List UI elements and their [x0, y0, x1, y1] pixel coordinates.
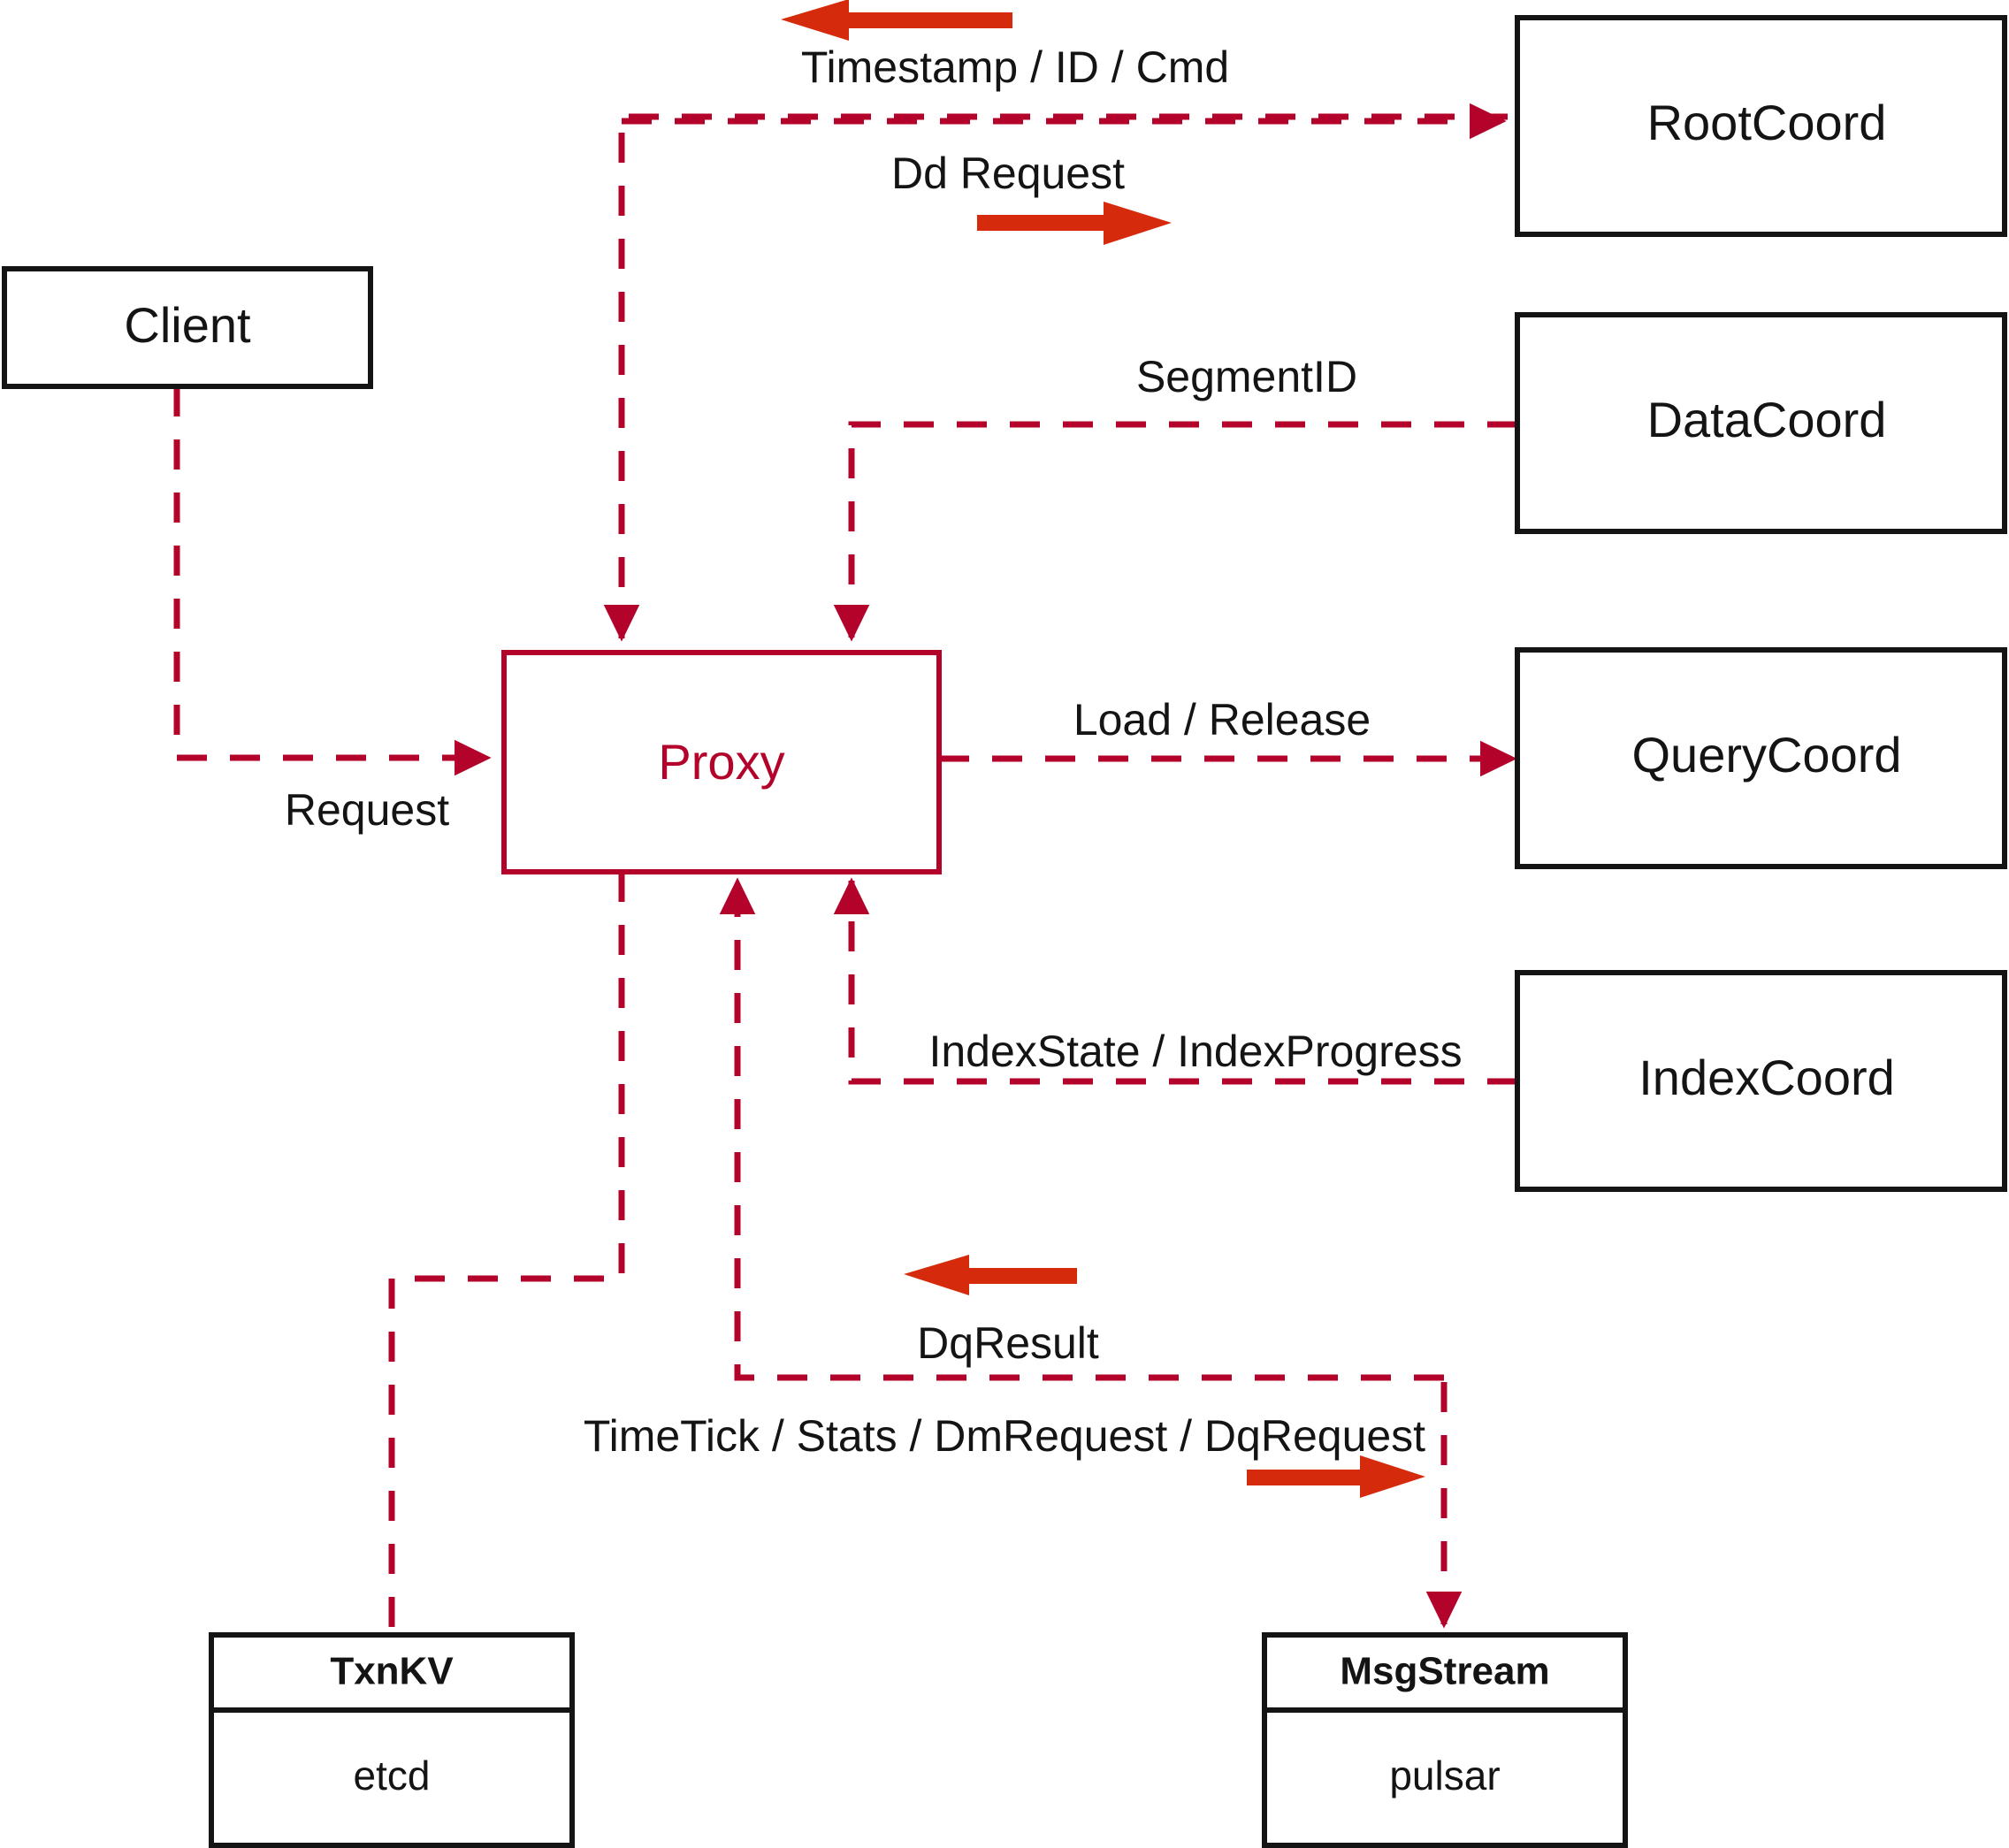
edge-label-datacoord-segmentid: SegmentID: [1136, 352, 1357, 401]
node-index-coord-label: IndexCoord: [1639, 1050, 1895, 1105]
node-root-coord-label: RootCoord: [1647, 95, 1887, 150]
edge-txnkv-link: [388, 872, 625, 1635]
node-index-coord[interactable]: IndexCoord: [1515, 970, 2007, 1192]
node-msgstream-box[interactable]: [1262, 1632, 1628, 1848]
node-index-coord-box[interactable]: [1515, 970, 2007, 1192]
direction-arrow-dd-request: [977, 202, 1172, 245]
direction-arrow-dqresult: [904, 1255, 1077, 1295]
edge-indexcoord-state: [833, 877, 1517, 1085]
edge-datacoord-segmentid: [833, 421, 1517, 642]
node-query-coord-box[interactable]: [1515, 647, 2007, 869]
direction-arrow-dqrequest: [1247, 1455, 1425, 1498]
node-root-coord-box[interactable]: [1515, 15, 2007, 237]
node-proxy-label: Proxy: [658, 734, 784, 790]
node-txnkv-box[interactable]: [209, 1632, 575, 1848]
node-txnkv-title: TxnKV: [330, 1650, 454, 1693]
edge-label-rootcoord-in: Dd Request: [891, 149, 1125, 198]
edge-label-indexcoord-state: IndexState / IndexProgress: [928, 1027, 1462, 1076]
edge-label-dqresult: DqResult: [917, 1318, 1099, 1368]
node-data-coord-label: DataCoord: [1647, 392, 1887, 447]
node-query-coord-label: QueryCoord: [1631, 727, 1901, 783]
edge-rootcoord-out: [603, 113, 1508, 642]
edge-label-rootcoord-out: Timestamp / ID / Cmd: [801, 42, 1229, 92]
node-msgstream-title: MsgStream: [1340, 1650, 1549, 1693]
edge-label-client-request: Request: [285, 785, 449, 835]
edge-label-msgstream-requests: TimeTick / Stats / DmRequest / DqRequest: [584, 1411, 1425, 1461]
edge-client-request: [173, 386, 492, 776]
node-query-coord[interactable]: QueryCoord: [1515, 647, 2007, 869]
node-msgstream-impl: pulsar: [1389, 1753, 1500, 1798]
node-root-coord[interactable]: RootCoord: [1515, 15, 2007, 237]
node-client-box[interactable]: [2, 266, 373, 389]
node-msgstream[interactable]: MsgStream pulsar: [1262, 1632, 1628, 1848]
node-txnkv-impl: etcd: [354, 1753, 431, 1798]
node-client[interactable]: Client: [2, 266, 373, 389]
edge-msgstream-dqresult: [719, 877, 1444, 1381]
node-data-coord-box[interactable]: [1515, 312, 2007, 534]
node-client-label: Client: [124, 297, 251, 353]
node-data-coord[interactable]: DataCoord: [1515, 312, 2007, 534]
node-txnkv[interactable]: TxnKV etcd: [209, 1632, 575, 1848]
node-proxy-box[interactable]: [501, 650, 942, 874]
direction-arrow-timestamp: [781, 0, 1012, 41]
node-proxy[interactable]: Proxy: [501, 650, 942, 874]
edge-label-querycoord-load: Load / Release: [1073, 695, 1371, 745]
